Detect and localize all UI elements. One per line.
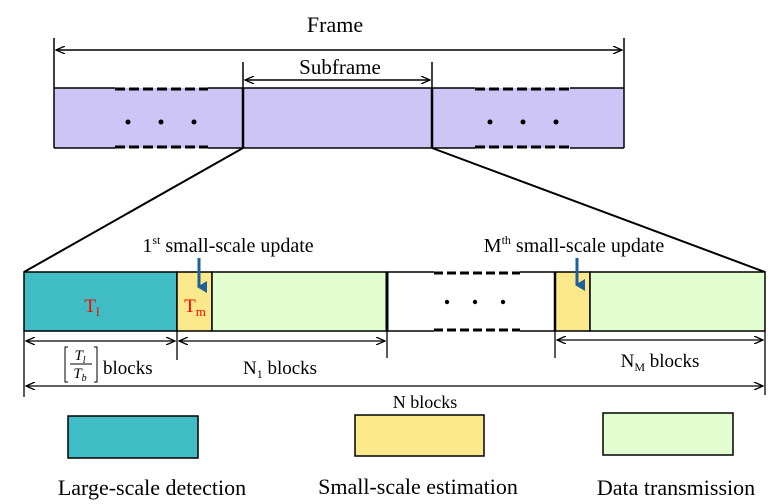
t-blocks-label: blocks	[103, 358, 153, 379]
svg-text:Tb: Tb	[73, 366, 86, 384]
data-transmission-block	[589, 271, 766, 332]
last-update-label: Mth small-scale update	[484, 233, 665, 257]
zoom-line	[23, 147, 244, 273]
legend-swatch-large-scale	[67, 415, 199, 459]
data-transmission-block	[211, 271, 388, 332]
frame-dimension	[53, 38, 625, 88]
small-scale-estimation-block	[554, 271, 591, 332]
n-blocks-label: N blocks	[393, 392, 458, 412]
subframe-label: Subframe	[299, 55, 381, 79]
legend-label-data: Data transmission	[597, 475, 755, 500]
t-m-label: Tm	[184, 296, 206, 319]
svg-text:Tl: Tl	[74, 348, 85, 366]
floor-fraction: Tl Tb	[64, 346, 98, 384]
frame-bar	[54, 88, 624, 148]
frame-label: Frame	[307, 12, 363, 37]
legend-label-small-scale: Small-scale estimation	[318, 474, 518, 499]
zoom-line	[431, 147, 766, 273]
nm-blocks-label: NM blocks	[621, 351, 700, 374]
n1-blocks-label: N1 blocks	[243, 358, 317, 381]
legend-swatch-data	[602, 412, 734, 456]
first-update-label: 1st small-scale update	[142, 233, 313, 257]
large-scale-detection-block	[23, 271, 178, 332]
legend-label-large-scale: Large-scale detection	[58, 475, 246, 500]
ellipsis-dots	[125, 119, 559, 125]
block-dimensions	[23, 331, 766, 397]
legend-swatch-small-scale	[354, 414, 485, 457]
t-l-label: Tl	[84, 296, 100, 319]
